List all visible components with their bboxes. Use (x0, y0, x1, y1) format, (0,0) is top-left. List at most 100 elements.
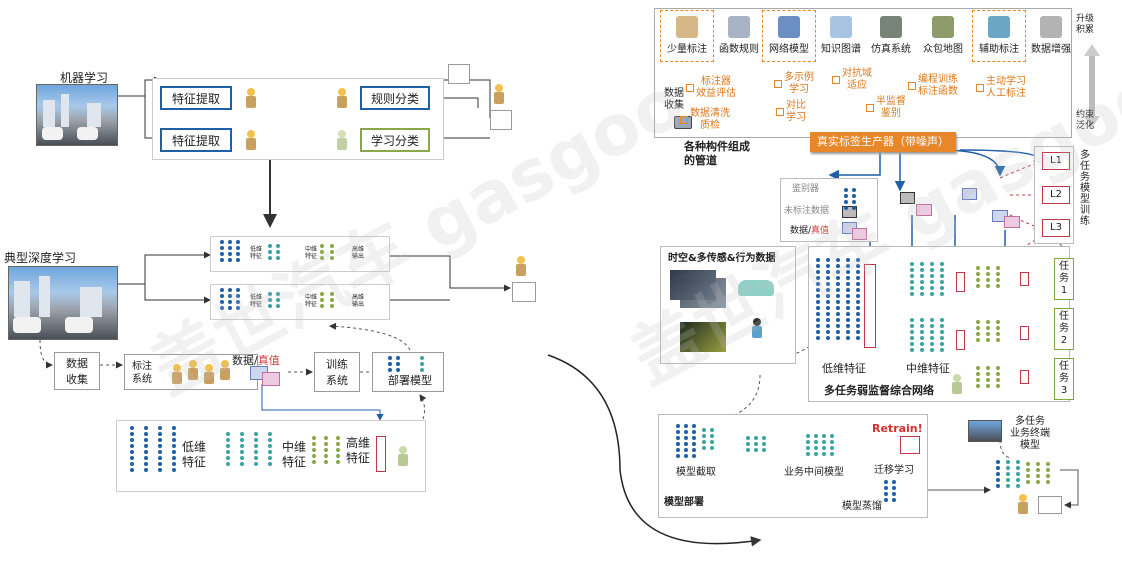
pipeline-caption: 各种构件组成 的管道 (684, 140, 750, 167)
neuron-column (754, 436, 758, 452)
neuron-column (240, 432, 244, 466)
neuron-column (268, 244, 272, 260)
neuron-column (388, 356, 392, 372)
feature-block (1020, 370, 1029, 384)
neuron-column (254, 432, 258, 466)
neuron-column (852, 188, 856, 210)
neuron-column (336, 436, 340, 464)
task-box-2: 任 务 2 (1054, 308, 1074, 350)
neuron-column (710, 428, 714, 450)
neuron-column (920, 262, 924, 296)
model-distill-label: 模型蒸馏 (842, 501, 882, 512)
neuron-column (144, 426, 148, 472)
mid-feature-label: 中维 特征 (282, 440, 307, 469)
user-icon (492, 84, 506, 106)
annotator-icon (218, 360, 232, 382)
train-system-box: 训练 系统 (314, 352, 360, 392)
feature-extract-box-1: 特征提取 (160, 86, 232, 110)
neuron-column (976, 266, 980, 288)
high-feature-label: 高维 特征 (346, 436, 371, 465)
high-feature-block (376, 436, 386, 472)
neuron-column (806, 434, 810, 456)
neuron-column (172, 426, 176, 472)
pipeline-component-label: 半监督 鉴别 (876, 96, 906, 119)
component-label: 数据增强 (1031, 44, 1071, 55)
car-icon (738, 280, 774, 296)
component-block (908, 82, 916, 90)
dl-network-row-1 (210, 236, 390, 272)
neuron-column (228, 288, 232, 310)
task-box-3: 任 务 3 (1054, 358, 1074, 400)
component-icon (778, 16, 800, 38)
network-title: 多任务弱监督综合网络 (824, 384, 934, 397)
component-icon (728, 16, 750, 38)
tiny-high-label: 高维 输出 (352, 246, 365, 260)
tiny-mid-label: 中维 特征 (305, 294, 318, 308)
multitask-train-label: 多 任 务 模 型 训 练 (1080, 150, 1090, 227)
pipeline-component-label: 对抗域 适应 (842, 68, 872, 91)
pipeline-component-label: 对比 学习 (786, 100, 806, 123)
terminal-photo (968, 420, 1002, 442)
neuron-column (1026, 462, 1030, 484)
output-box (1038, 496, 1062, 514)
data-truth-label: 数据/真值 (232, 354, 280, 367)
feature-block (1020, 272, 1029, 286)
retrain-block (900, 436, 920, 454)
neuron-column (822, 434, 826, 456)
neuron-column (312, 436, 316, 464)
deploy-model-label: 部署模型 (388, 374, 432, 387)
component-label: 仿真系统 (871, 44, 911, 55)
engineer-icon (244, 130, 258, 152)
unlabeled-data-label: 未标注数据 (784, 206, 830, 216)
tiny-low-label: 低维 特征 (250, 294, 263, 308)
neuron-column (1046, 462, 1050, 484)
tiny-high-label: 高维 输出 (352, 294, 365, 308)
level-box-l2: L2 (1042, 186, 1070, 204)
neuron-column (330, 244, 334, 260)
upgrade-label: 升级 积累 (1076, 14, 1095, 35)
neuron-column (910, 262, 914, 296)
retrain-label: Retrain! (872, 422, 923, 435)
neuron-column (130, 426, 134, 472)
component-icon (880, 16, 902, 38)
model-cut-label: 模型截取 (676, 467, 716, 478)
truth-icon (262, 372, 280, 386)
neuron-column (158, 426, 162, 472)
robot-icon (396, 446, 410, 468)
neuron-column (236, 240, 240, 262)
pipeline-component-label: 编程训练 标注函数 (918, 74, 958, 97)
feature-extract-box-2: 特征提取 (160, 128, 232, 152)
neuron-column (746, 436, 750, 452)
neuron-column (996, 320, 1000, 342)
component-icon (830, 16, 852, 38)
mid-model-label: 业务中间模型 (784, 467, 844, 478)
dl-network-row-2 (210, 284, 390, 320)
street-photo-dl (8, 266, 118, 340)
annotator-icon (186, 360, 200, 382)
neuron-column (228, 240, 232, 262)
neuron-column (676, 424, 680, 458)
neuron-column (976, 320, 980, 342)
component-icon (676, 16, 698, 38)
neuron-column (220, 240, 224, 262)
component-icon (1040, 16, 1062, 38)
component-block (866, 104, 874, 112)
collect-box: 数据 收集 (54, 352, 100, 390)
model-deploy-panel (658, 414, 928, 518)
neuron-column (330, 292, 334, 308)
output-box (512, 282, 536, 302)
pipeline-component-label: 标注器 效益评估 (696, 76, 736, 99)
user-icon (514, 256, 528, 278)
neuron-column (996, 366, 1000, 388)
component-block (976, 84, 984, 92)
neuron-column (986, 320, 990, 342)
dl-title: 典型深度学习 (4, 251, 77, 265)
deploy-model-box (372, 352, 444, 392)
level-box-l1: L1 (1042, 152, 1070, 170)
neuron-column (940, 318, 944, 352)
component-block (686, 84, 694, 92)
neuron-column (844, 188, 848, 210)
neuron-column (1016, 460, 1020, 488)
neuron-column (996, 266, 1000, 288)
neuron-column (826, 258, 830, 340)
